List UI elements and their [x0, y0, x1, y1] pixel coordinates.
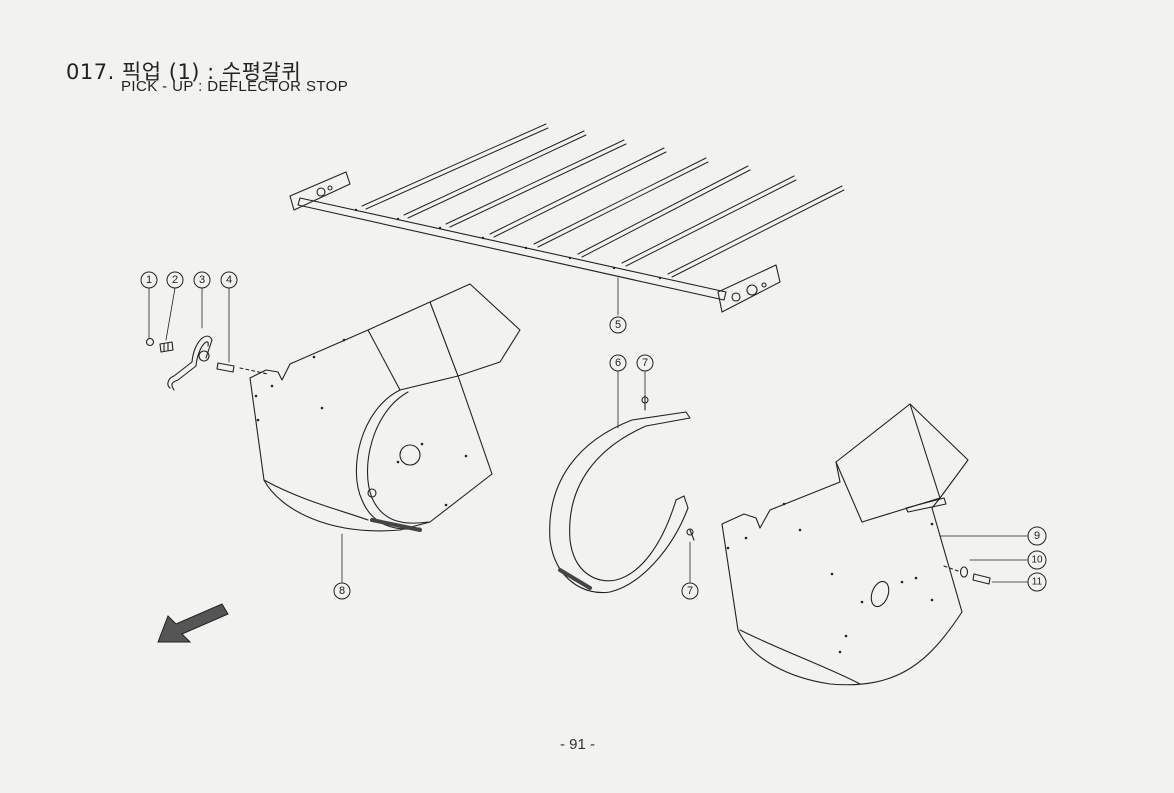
- direction-arrow-icon: [157, 603, 229, 643]
- callout-2: 2: [172, 274, 178, 286]
- callout-3: 3: [199, 274, 205, 286]
- right-cover: [721, 403, 969, 686]
- callout-7-bottom: 7: [687, 585, 693, 597]
- callout-10: 10: [1031, 555, 1043, 566]
- left-cover: [249, 283, 521, 532]
- leader-lines: [148, 277, 1029, 583]
- hardware-right: [943, 565, 991, 585]
- callout-9: 9: [1034, 530, 1040, 542]
- callout-1: 1: [146, 274, 152, 286]
- page-title: 017. 픽업 (1) : 수평갈퀴: [66, 60, 302, 84]
- callout-6: 6: [615, 357, 621, 369]
- deflector-band: [549, 394, 695, 594]
- callout-8: 8: [339, 585, 345, 597]
- page-number: - 91 -: [560, 736, 596, 753]
- callout-11: 11: [1032, 577, 1043, 588]
- callout-group: [140, 271, 1047, 600]
- callout-4: 4: [226, 274, 232, 286]
- callout-7-top: 7: [642, 357, 648, 369]
- hardware-left: [145, 335, 269, 391]
- callout-5: 5: [615, 319, 621, 331]
- page-subtitle: PICK - UP : DEFLECTOR STOP: [121, 78, 349, 95]
- deflector-rod-assembly: [289, 123, 845, 313]
